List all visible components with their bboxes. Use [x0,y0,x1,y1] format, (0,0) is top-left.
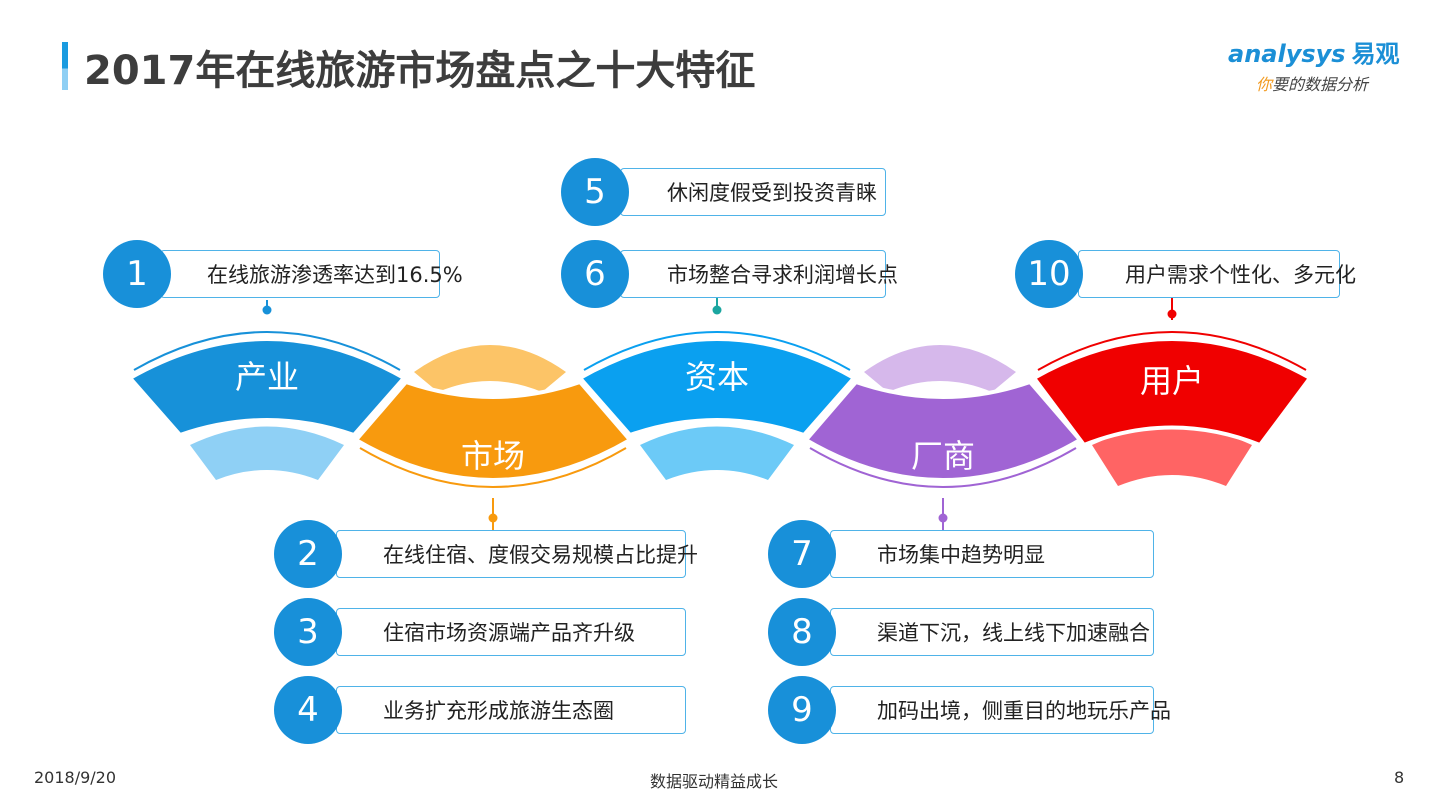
feature-text-6: 市场整合寻求利润增长点 [667,263,898,287]
feature-text-9: 加码出境，侧重目的地玩乐产品 [877,699,1171,723]
feature-number-1: 1 [103,240,171,308]
feature-text-3: 住宿市场资源端产品齐升级 [383,621,635,645]
feature-number-5: 5 [561,158,629,226]
connector-dot-capital [712,305,722,315]
logo-cn: 易观 [1351,40,1400,68]
feature-text-5: 休闲度假受到投资青睐 [667,181,877,205]
feature-item-4: 业务扩充形成旅游生态圈 [336,686,686,734]
feature-item-10: 用户需求个性化、多元化 [1078,250,1356,298]
feature-item-7: 市场集中趋势明显 [830,530,1154,578]
label-capital: 资本 [685,358,749,396]
feature-text-8: 渠道下沉，线上线下加速融合 [877,621,1150,645]
arc-capital [576,337,858,438]
page-title: 2017年在线旅游市场盘点之十大特征 [84,48,756,94]
arc-outline-capital [583,331,851,371]
feature-number-9: 9 [768,676,836,744]
arc-outline-user [1037,331,1307,371]
arc-user [1031,337,1313,448]
label-industry: 产业 [235,358,299,396]
feature-number-3: 3 [274,598,342,666]
feature-item-8: 渠道下沉，线上线下加速融合 [830,608,1154,656]
feature-text-10: 用户需求个性化、多元化 [1125,263,1356,287]
label-vendor: 厂商 [911,437,975,475]
feature-number-8: 8 [768,598,836,666]
feature-number-10: 10 [1015,240,1083,308]
footer-date: 2018/9/20 [34,768,117,787]
feature-item-2: 在线住宿、度假交易规模占比提升 [336,530,698,578]
feature-number-6: 6 [561,240,629,308]
label-user: 用户 [1140,362,1204,400]
feature-number-2: 2 [274,520,342,588]
logo-slogan-rest: 要的数据分析 [1272,75,1369,94]
arc-inner-market [414,345,566,392]
feature-number-7: 7 [768,520,836,588]
title-accent-bar [62,42,68,90]
arc-inner-industry [190,426,344,480]
logo-slogan: 你要的数据分析 [1256,71,1408,95]
connector-dot-industry [262,305,272,315]
arc-inner-capital [640,426,794,480]
feature-item-5: 休闲度假受到投资青睐 [620,168,886,216]
feature-text-1: 在线旅游渗透率达到16.5% [207,263,463,287]
logo-en: analysys [1228,40,1346,68]
connector-dot-market [488,513,498,523]
arc-vendor [802,379,1084,482]
feature-item-3: 住宿市场资源端产品齐升级 [336,608,686,656]
footer-slogan: 数据驱动精益成长 [650,772,779,791]
arc-outline-vendor [809,447,1077,488]
arc-inner-vendor [864,345,1016,392]
arc-inner-user [1092,426,1252,486]
label-market: 市场 [461,437,525,475]
footer-page-number: 8 [1394,768,1405,787]
connector-dot-user [1167,309,1177,319]
feature-item-6: 市场整合寻求利润增长点 [620,250,898,298]
feature-item-1: 在线旅游渗透率达到16.5% [160,250,463,298]
arc-industry [126,337,408,438]
feature-number-4: 4 [274,676,342,744]
feature-text-2: 在线住宿、度假交易规模占比提升 [383,543,698,567]
arc-outline-industry [133,331,401,371]
logo-slogan-first: 你 [1256,75,1273,94]
feature-text-7: 市场集中趋势明显 [877,543,1045,567]
arc-market [352,379,634,482]
arc-outline-market [359,447,627,488]
connector-dot-vendor [938,513,948,523]
feature-item-9: 加码出境，侧重目的地玩乐产品 [830,686,1171,734]
feature-text-4: 业务扩充形成旅游生态圈 [383,699,614,723]
